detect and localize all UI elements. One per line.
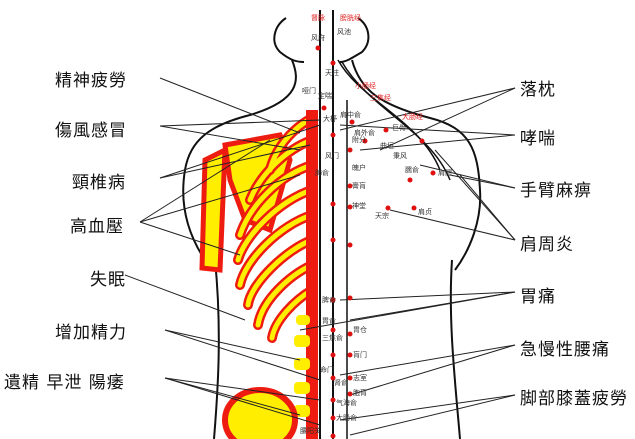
label-insomnia: 失眠 [90,270,126,290]
acupoint-label: 附分 [352,135,366,144]
acupoint-label: 三焦俞 [322,333,343,342]
acupoint-label: 臑俞 [405,165,419,174]
label-back-pain: 急慢性腰痛 [520,340,610,360]
meridian-label: 大肠经 [402,112,423,121]
acupoint-label: 膏肓 [352,181,366,190]
acupoint-label: 肺俞 [315,168,329,177]
meridian-label: 三焦经 [370,93,391,102]
label-cervical-disease: 頸椎病 [72,173,126,193]
point-labels: 风府 风池 天柱 哑门 定喘 肩中俞 大杼 肩外俞 曲垣 巨骨 风门 附分 秉风… [300,27,452,435]
acupoint-label: 脾俞 [322,295,336,304]
acupoint-label: 肩中俞 [340,110,361,119]
acupoint-label: 腰阳关 [300,426,321,435]
acupoint-label: 气海俞 [336,398,357,407]
acupoint-label: 曲垣 [380,141,394,150]
label-common-cold: 傷風感冒 [55,121,127,141]
skeleton [199,110,318,439]
meridian-label: 膀胱经 [340,13,361,22]
acupoint-label: 巨骨 [392,124,406,132]
leader-lines [124,77,516,436]
acupoint-label: 大肠俞 [336,413,357,422]
label-hypertension: 高血壓 [70,217,124,237]
acupoint-label: 胃仓 [353,325,367,334]
acupoint-label: 胃俞 [322,316,336,325]
label-asthma: 哮喘 [520,129,556,149]
acupoint-label: 肾俞 [334,378,348,387]
acupoints [315,45,436,439]
body-outline [182,17,482,439]
acupoint-label: 胞肓 [353,388,367,397]
acupoint-label: 肩贞 [418,207,432,216]
acupoint-label: 秉风 [393,151,407,160]
label-stomach-ache: 胃痛 [520,287,556,307]
acupoint-label: 风门 [325,151,339,160]
acupoint-label: 风池 [337,27,351,36]
acupoint-label: 肓门 [353,350,367,359]
meridian-label: 督脉 [311,13,325,22]
acupoint-label: 哑门 [302,86,316,95]
acupoint-label: 天宗 [375,211,389,220]
acupoint-label: 志室 [353,373,367,382]
acupoint-label: 肩髎 [438,168,452,177]
acupoint-label: 神堂 [352,201,366,210]
acupoint-label: 大杼 [323,114,337,123]
label-mental-fatigue: 精神疲勞 [55,71,127,91]
label-frozen-shoulder: 肩周炎 [520,235,574,255]
meridian-label: 小肠经 [355,81,376,90]
acupoint-label: 肩外俞 [354,128,375,137]
acupoint-label: 定喘 [318,91,332,100]
acupoint-label: 魄户 [352,163,366,172]
label-reproductive: 遺精 早泄 陽痿 [4,373,125,393]
acupoint-label: 天柱 [325,68,339,77]
label-leg-knee-fatigue: 脚部膝蓋疲勞 [520,389,628,409]
meridian-lines [319,10,451,439]
label-arm-numbness: 手臂麻痹 [520,181,592,201]
label-increase-energy: 增加精力 [55,323,127,343]
label-stiff-neck: 落枕 [520,80,556,100]
acupoint-label: 风府 [311,33,325,42]
acupoint-label: 命门 [320,365,334,374]
